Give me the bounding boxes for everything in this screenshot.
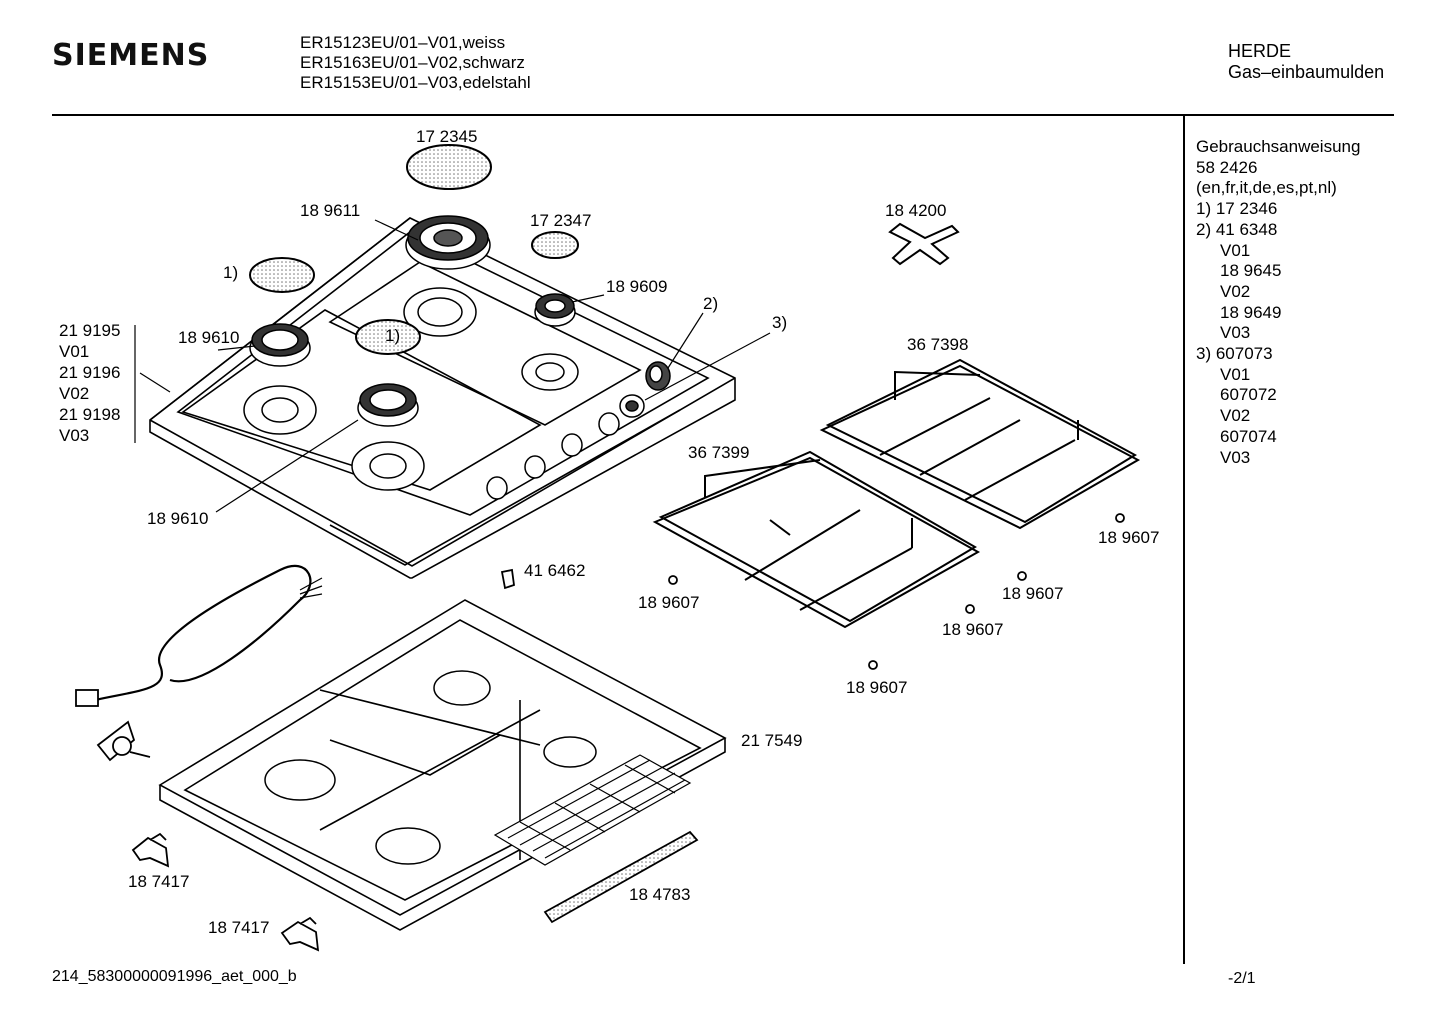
label-hob-v03-code: 21 9198 [59,405,120,424]
label-wok-ring: 18 4200 [885,201,946,220]
power-cable [94,564,312,702]
label-foot-5: 18 9607 [846,678,907,697]
control-knob [645,361,671,391]
legend-line: V03 [1220,447,1251,467]
bracket-1 [131,832,170,868]
legend-divider [1183,116,1185,964]
label-burner-small: 18 9609 [606,277,667,296]
label-hob-v02-code: 21 9196 [59,363,120,382]
burner-medium-left [249,323,311,367]
label-switch-ref: 3) [772,313,787,332]
label-hob-v03: V03 [59,426,89,445]
category-line: HERDE [1228,41,1292,61]
model-list: ER15123EU/01–V01,weiss ER15163EU/01–V02,… [300,33,531,93]
label-cap-large: 17 2345 [416,127,477,146]
part-labels: 17 2345 18 9611 17 2347 1) 1) 18 9609 18… [59,127,1159,937]
label-foot-1: 18 9607 [1098,528,1159,547]
model-line: ER15153EU/01–V03,edelstahl [300,73,531,92]
burner-cap-center [355,319,421,355]
label-bracket-1: 18 7417 [128,872,189,891]
label-hob-v02: V02 [59,384,89,403]
clip [500,568,515,590]
cable-plug [75,689,99,707]
label-cap-small: 17 2347 [530,211,591,230]
label-clip: 41 6462 [524,561,585,580]
cable-ends [299,577,323,599]
model-line: ER15163EU/01–V02,schwarz [300,53,525,72]
wok-ring [888,222,960,266]
label-foot-3: 18 9607 [1002,584,1063,603]
burner-seats [243,287,579,491]
label-cap-ref-center: 1) [385,326,400,345]
label-burner-large: 18 9611 [300,201,360,220]
legend-line: V01 [1220,240,1251,260]
burner-cap-small [531,231,579,259]
legend-line: V02 [1220,281,1251,301]
seal-strip [543,830,699,924]
legend-line: V01 [1220,364,1251,384]
brand-logo: SIEMENS [52,38,210,73]
label-pan-support-right: 36 7398 [907,335,968,354]
label-cap-ref-left: 1) [223,263,238,282]
burner-medium-center [357,383,419,427]
tray-vent-grid [493,754,692,866]
pan-support-left [652,450,981,629]
legend-line: 2) 41 6348 [1196,219,1278,239]
knob-holes [486,412,620,500]
category: HERDE Gas–einbaumulden [1228,41,1384,83]
label-foot-4: 18 9607 [942,620,1003,639]
legend-line: 607072 [1220,385,1277,405]
exploded-diagram: 17 2345 18 9611 17 2347 1) 1) 18 9609 18… [59,127,1159,952]
valve-part [96,720,151,762]
legend-line: 3) 607073 [1196,344,1273,364]
label-seal-strip: 18 4783 [629,885,690,904]
legend-line: 18 9645 [1220,261,1282,281]
legend-line: V02 [1220,406,1251,426]
document-id: 214_58300000091996_aet_000_b [52,968,297,985]
label-burner-medium-left: 18 9610 [178,328,239,347]
base-tray [158,599,727,931]
label-base-tray: 21 7549 [741,731,802,750]
pan-support-right [819,358,1141,530]
legend-line: 18 9649 [1220,302,1282,322]
label-foot-2: 18 9607 [638,593,699,612]
burner-cap-left [249,257,315,293]
ignition-switch [619,394,645,418]
burner-large [405,215,491,270]
label-knob-ref: 2) [703,294,718,313]
rubber-feet [668,513,1125,670]
burner-small [534,293,576,327]
label-pan-support-left: 36 7399 [688,443,749,462]
page-number: -2/1 [1228,970,1256,987]
label-hob-v01: V01 [59,342,89,361]
model-line: ER15123EU/01–V01,weiss [300,33,506,52]
legend-line: (en,fr,it,de,es,pt,nl) [1196,178,1337,198]
legend-line: Gebrauchsanweisung [1196,137,1361,156]
legend-line: 1) 17 2346 [1196,199,1278,219]
label-burner-medium-lower: 18 9610 [147,509,208,528]
category-line: Gas–einbaumulden [1228,62,1385,82]
leader-lines [134,219,771,513]
label-hob-v01-code: 21 9195 [59,321,120,340]
label-bracket-2: 18 7417 [208,918,269,937]
legend-line: V03 [1220,323,1251,343]
legend-line: 58 2426 [1196,157,1258,177]
burner-cap-large [406,144,492,190]
bracket-2 [280,916,320,952]
tray-burner-holes [264,670,597,865]
legend-line: 607074 [1220,426,1277,446]
header-divider [52,114,1394,116]
